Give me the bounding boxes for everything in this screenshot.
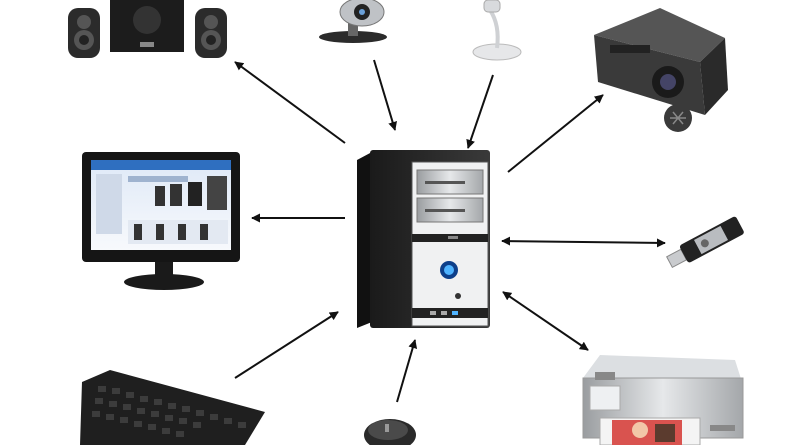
arrow-usb-drive (501, 236, 666, 248)
projector-icon (594, 8, 728, 132)
arrow-from-microphone (466, 74, 494, 149)
arrow-from-mouse (396, 339, 418, 403)
speakers-icon (68, 0, 227, 58)
arrow-printer (502, 291, 589, 351)
arrow-from-webcam (373, 59, 397, 131)
webcam-icon (319, 0, 387, 43)
arrow-from-keyboard (234, 311, 339, 379)
keyboard-icon (80, 370, 265, 445)
system-unit-icon (357, 150, 490, 328)
printer-icon (582, 355, 744, 445)
arrow-to-speakers (234, 61, 346, 144)
arrow-to-projector (507, 94, 604, 173)
microphone-icon (472, 0, 522, 61)
usb-drive-icon (666, 216, 744, 269)
monitor-icon (82, 152, 240, 290)
arrows (234, 59, 666, 403)
mouse-icon (364, 419, 416, 445)
